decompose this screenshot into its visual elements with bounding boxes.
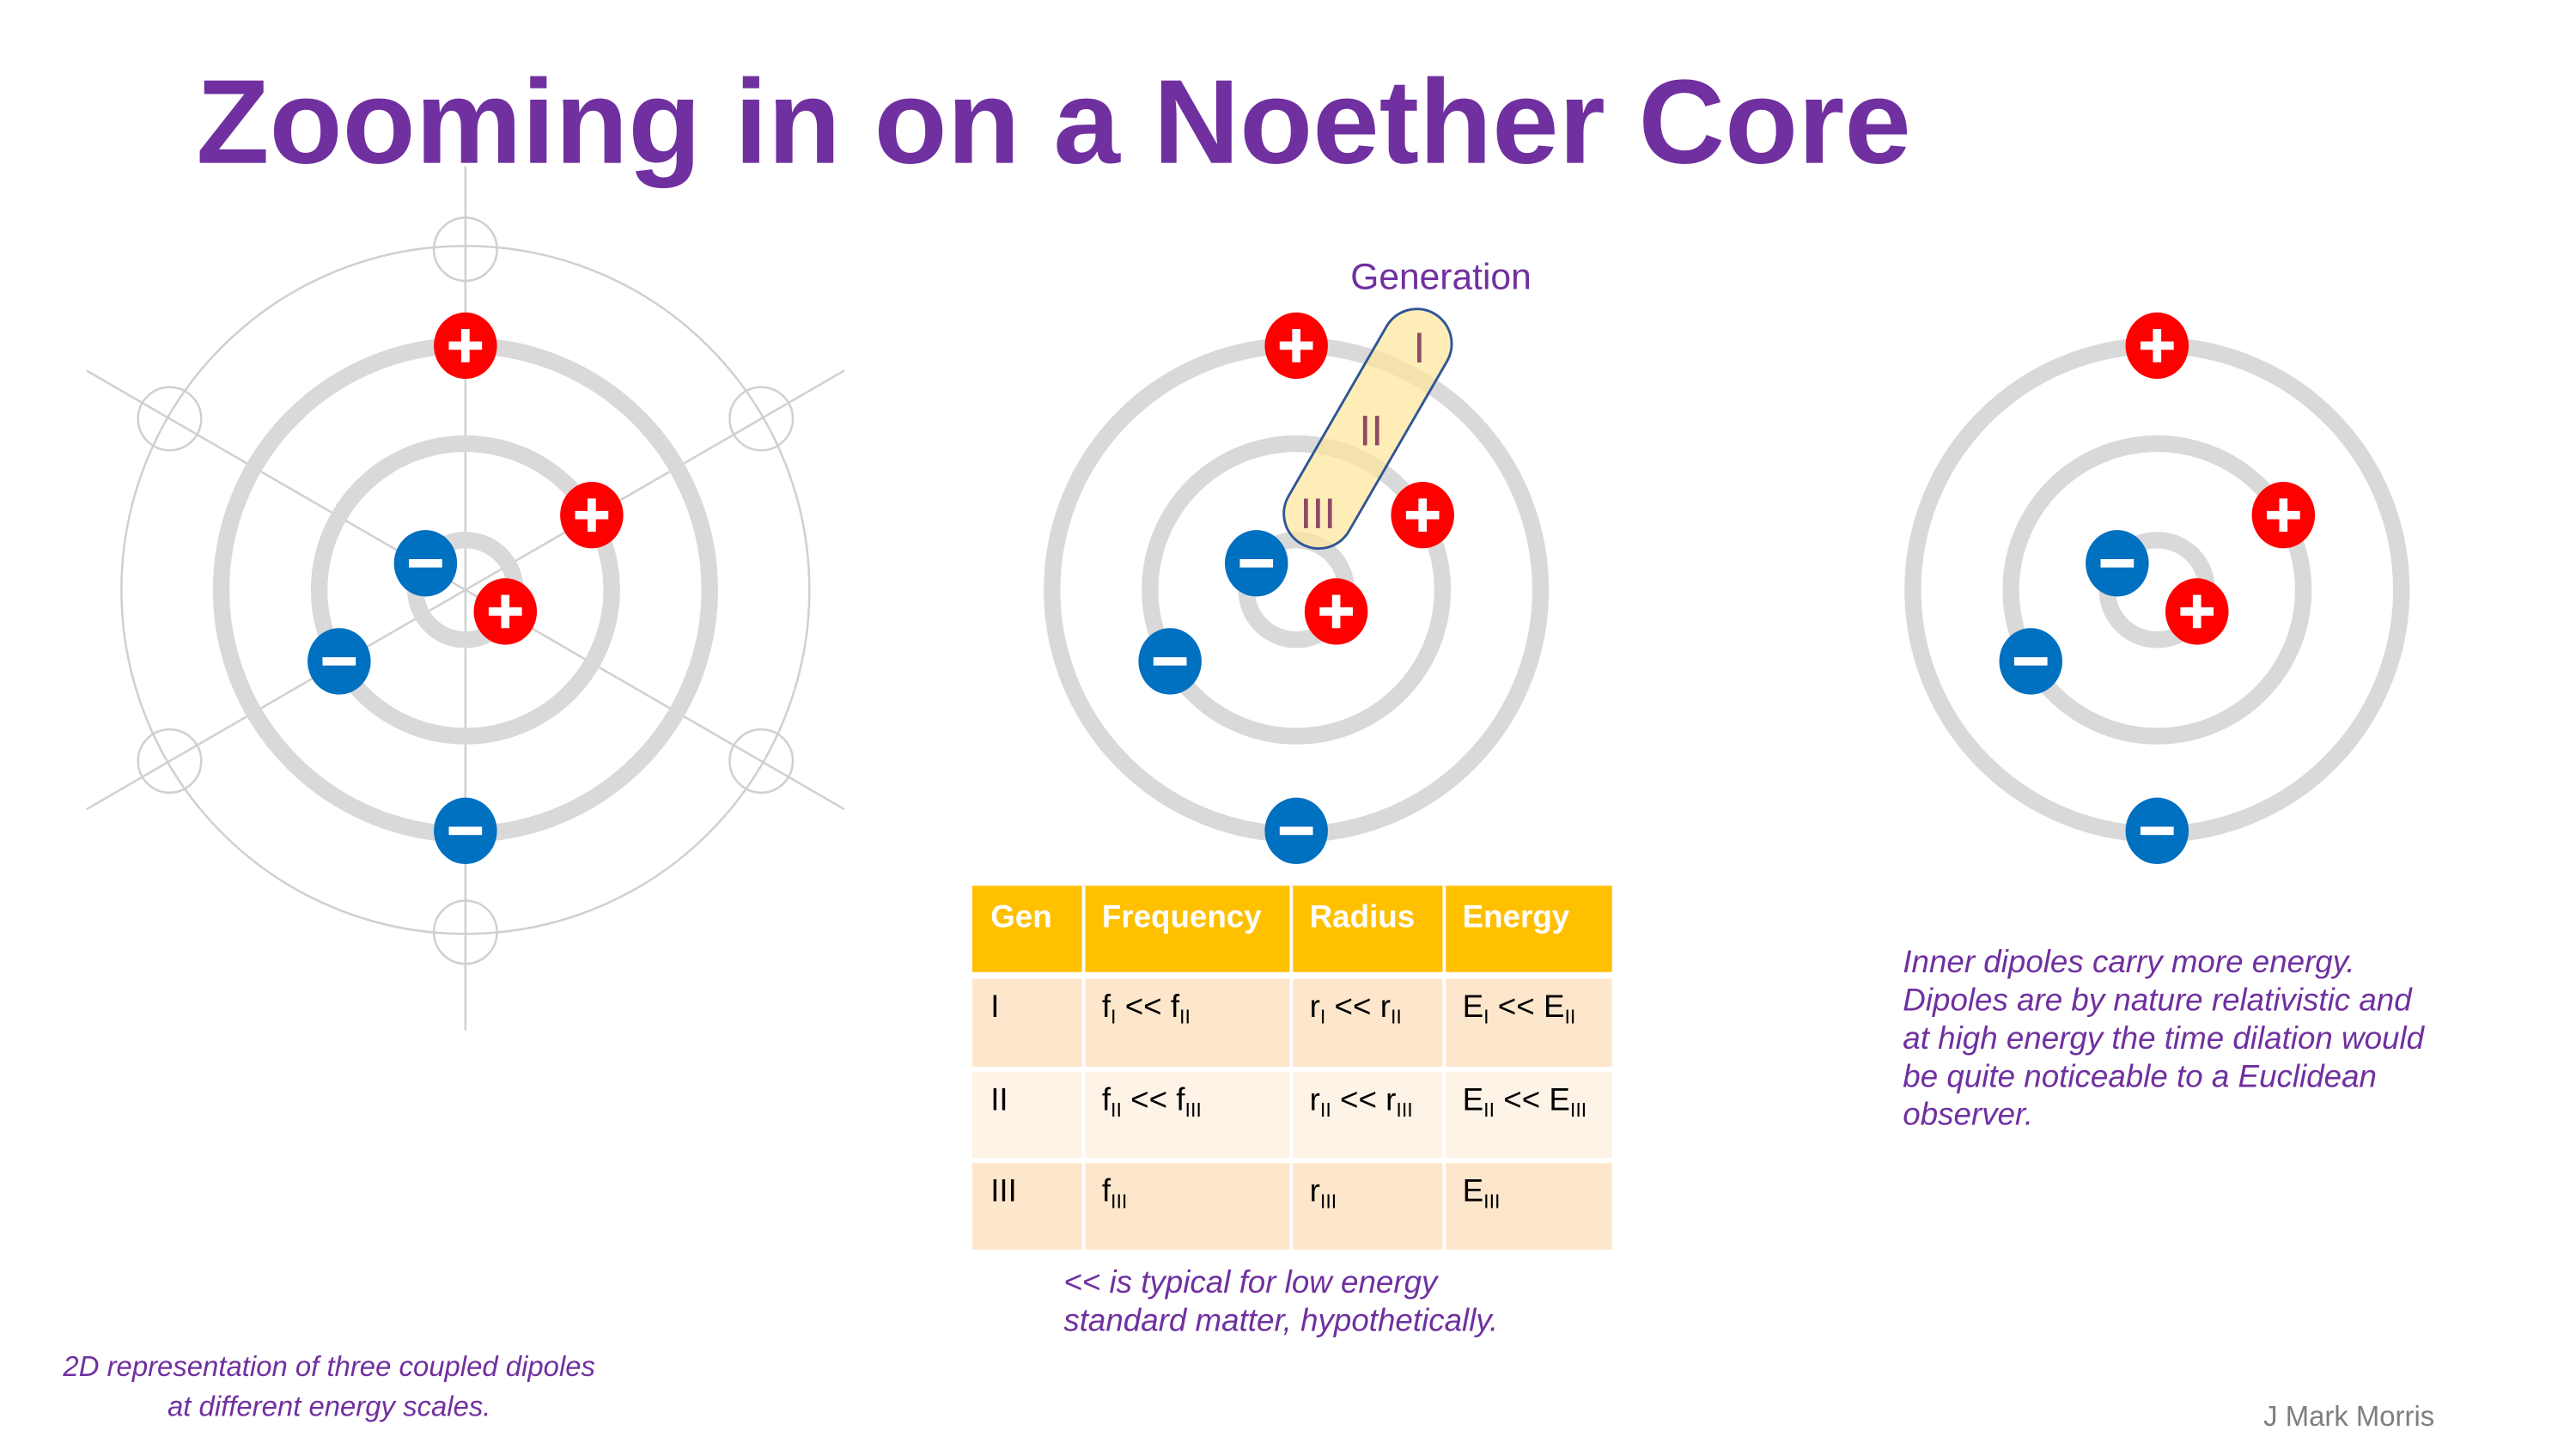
right-text-line: at high energy the time dilation would xyxy=(1903,1020,2425,1056)
subscript: II xyxy=(1483,1099,1495,1121)
subscript: III xyxy=(1483,1190,1500,1212)
plus-charge-icon xyxy=(434,312,497,380)
symbol: f xyxy=(1102,1173,1111,1209)
dipole-diagram-3 xyxy=(1904,312,2410,865)
cell-gen: II xyxy=(990,1081,1008,1117)
header-radius: Radius xyxy=(1310,899,1416,935)
operator: << xyxy=(1122,1081,1176,1117)
plus-charge-icon xyxy=(1391,482,1454,549)
minus-charge-icon xyxy=(2086,530,2149,597)
right-description: Inner dipoles carry more energy. Dipoles… xyxy=(1903,944,2425,1132)
minus-charge-icon xyxy=(1138,628,1202,695)
header-energy: Energy xyxy=(1463,899,1570,935)
table-note-line-1: << is typical for low energy xyxy=(1063,1264,1440,1300)
orbit-ring xyxy=(1044,337,1550,843)
subscript: I xyxy=(1111,1006,1116,1028)
symbol: f xyxy=(1176,1081,1185,1117)
cell-freq: fI << fII xyxy=(1102,989,1191,1028)
slide-title: Zooming in on a Noether Core xyxy=(196,55,1910,189)
right-text-line: Inner dipoles carry more energy. xyxy=(1903,944,2354,979)
symbol: r xyxy=(1310,1081,1320,1117)
symbol: f xyxy=(1102,1081,1111,1117)
symbol: E xyxy=(1549,1081,1570,1117)
cell-freq: fIII xyxy=(1102,1173,1128,1213)
subscript: I xyxy=(1320,1006,1325,1028)
operator: << xyxy=(1325,989,1379,1024)
right-text-line: Dipoles are by nature relativistic and xyxy=(1903,982,2413,1017)
generation-mark-1: I xyxy=(1413,323,1425,372)
orbit-ring xyxy=(1142,435,1452,745)
subscript: III xyxy=(1111,1190,1127,1212)
cell-radius: rIII xyxy=(1310,1173,1337,1213)
dipole-diagram-2 xyxy=(1044,312,1550,865)
cell-radius: rII << rIII xyxy=(1310,1081,1413,1121)
symbol: E xyxy=(1463,1081,1484,1117)
minus-charge-icon xyxy=(1999,628,2063,695)
cell-gen: III xyxy=(990,1173,1017,1209)
minus-charge-icon xyxy=(2125,797,2189,865)
operator: << xyxy=(1489,989,1544,1024)
plus-charge-icon xyxy=(560,482,624,549)
plus-charge-icon xyxy=(2165,578,2229,645)
orbit-ring xyxy=(310,435,620,745)
symbol: r xyxy=(1310,989,1320,1024)
minus-charge-icon xyxy=(308,628,371,695)
orbit-ring xyxy=(2002,435,2312,745)
symbol: E xyxy=(1463,989,1484,1024)
author-signature: J Mark Morris xyxy=(2263,1400,2434,1432)
subscript: III xyxy=(1396,1099,1412,1121)
table-note-line-2: standard matter, hypothetically. xyxy=(1063,1303,1498,1338)
minus-charge-icon xyxy=(393,530,458,597)
right-text-line: observer. xyxy=(1903,1097,2033,1132)
symbol: E xyxy=(1544,989,1565,1024)
subscript: II xyxy=(1391,1006,1402,1028)
symbol: r xyxy=(1380,989,1391,1024)
subscript: II xyxy=(1564,1006,1575,1028)
header-frequency: Frequency xyxy=(1102,899,1262,935)
subscript: II xyxy=(1320,1099,1331,1121)
cell-energy: EIII xyxy=(1463,1173,1501,1213)
plus-charge-icon xyxy=(1264,312,1328,380)
minus-charge-icon xyxy=(434,797,497,865)
generation-label: Generation xyxy=(1350,257,1532,298)
symbol: r xyxy=(1385,1081,1396,1117)
subscript: III xyxy=(1320,1190,1337,1212)
symbol: r xyxy=(1310,1173,1320,1209)
subscript: III xyxy=(1570,1099,1586,1121)
operator: << xyxy=(1495,1081,1549,1117)
cell-energy: EII << EIII xyxy=(1463,1081,1587,1121)
minus-charge-icon xyxy=(1224,530,1288,597)
subscript: I xyxy=(1483,1006,1489,1028)
symbol: E xyxy=(1463,1173,1484,1209)
plus-charge-icon xyxy=(2251,482,2316,549)
right-text-line: be quite noticeable to a Euclidean xyxy=(1903,1058,2377,1093)
generation-mark-3: III xyxy=(1300,489,1336,538)
cell-radius: rI << rII xyxy=(1310,989,1402,1028)
subscript: III xyxy=(1185,1099,1202,1121)
cell-gen: I xyxy=(990,989,999,1024)
plus-charge-icon xyxy=(1304,578,1368,645)
minus-charge-icon xyxy=(1264,797,1328,865)
symbol: f xyxy=(1102,989,1111,1024)
left-caption-line-2: at different energy scales. xyxy=(167,1390,490,1422)
orbit-ring xyxy=(1904,337,2410,843)
header-gen: Gen xyxy=(990,899,1051,935)
generation-pill: I II III xyxy=(1282,307,1453,551)
operator: << xyxy=(1116,989,1170,1024)
cell-freq: fII << fIII xyxy=(1102,1081,1202,1121)
operator: << xyxy=(1331,1081,1385,1117)
dipole-diagram-1 xyxy=(212,312,718,865)
plus-charge-icon xyxy=(473,578,538,645)
plus-charge-icon xyxy=(2125,312,2189,380)
cell-energy: EI << EII xyxy=(1463,989,1576,1028)
guide-grid xyxy=(86,166,845,1031)
symbol: f xyxy=(1171,989,1180,1024)
left-caption-line-1: 2D representation of three coupled dipol… xyxy=(62,1350,595,1382)
subscript: II xyxy=(1111,1099,1122,1121)
subscript: II xyxy=(1179,1006,1191,1028)
generation-mark-2: II xyxy=(1359,405,1383,454)
